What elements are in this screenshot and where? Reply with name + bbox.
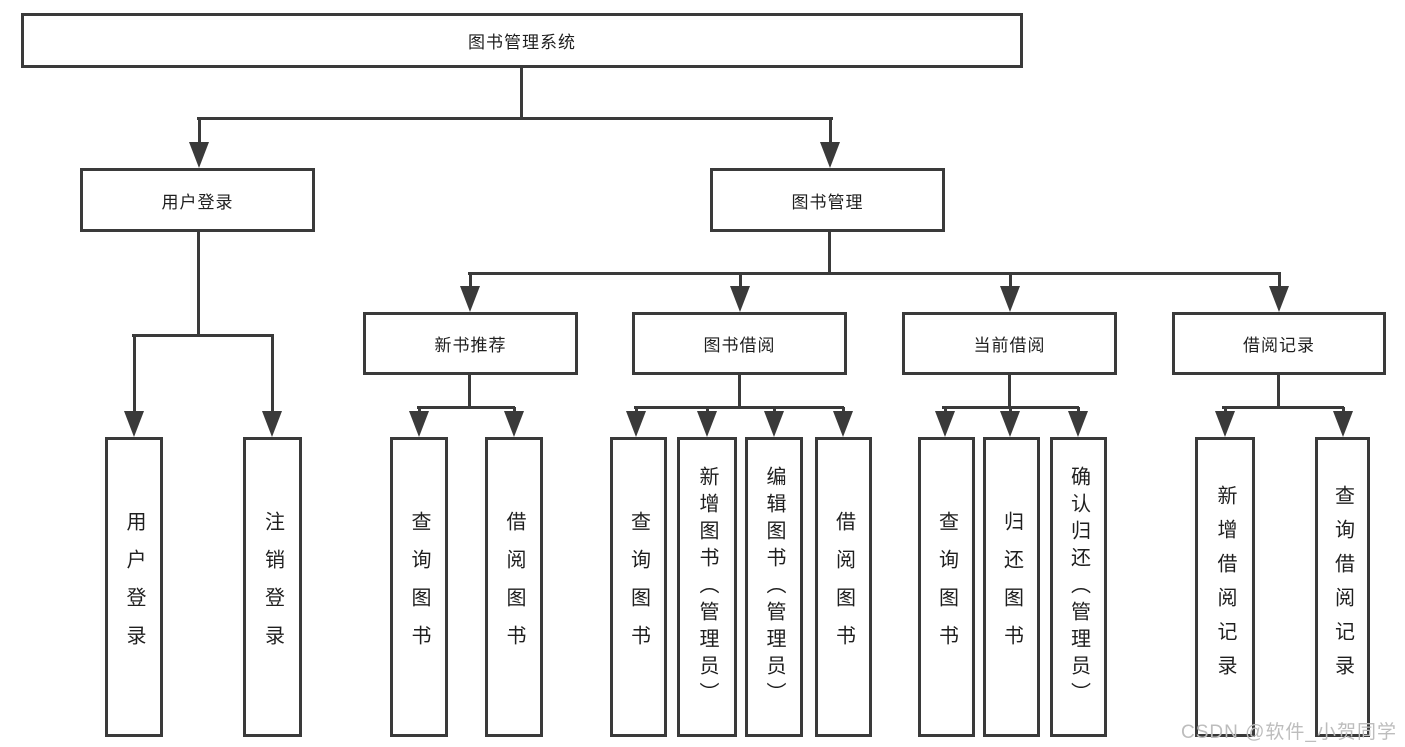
node-label-new-book-recommend: 新书推荐 <box>434 336 507 355</box>
node-label-book-management: 图书管理 <box>791 192 864 212</box>
arrowhead-down-icon <box>764 411 784 437</box>
arrowhead-down-icon <box>626 411 646 437</box>
arrowhead-down-icon <box>504 411 524 437</box>
node-leaf-bb-edit-books-admin: 编辑图书（管理员） <box>745 437 803 737</box>
node-label-root-library-management-system: 图书管理系统 <box>468 33 576 52</box>
node-leaf-user-login: 用户登录 <box>105 437 163 737</box>
arrow-stem <box>132 335 136 413</box>
connector-segment <box>1008 375 1011 408</box>
arrowhead-down-icon <box>697 411 717 437</box>
node-label-leaf-nbr-query-books: 查询图书 <box>408 511 430 663</box>
arrowhead-down-icon <box>1000 411 1020 437</box>
node-label-book-borrow: 图书借阅 <box>703 336 776 355</box>
node-current-borrow: 当前借阅 <box>902 312 1117 375</box>
arrowhead-down-icon <box>1215 411 1235 437</box>
node-label-leaf-bb-edit-books-admin: 编辑图书（管理员） <box>763 465 785 709</box>
arrow-stem <box>772 407 776 413</box>
node-leaf-nbr-query-books: 查询图书 <box>390 437 448 737</box>
arrowhead-down-icon <box>1269 286 1289 312</box>
connector-segment <box>738 375 741 408</box>
arrow-stem <box>841 407 845 413</box>
node-leaf-bb-borrow-books: 借阅图书 <box>815 437 872 737</box>
arrow-stem <box>738 273 742 288</box>
arrow-stem <box>1008 407 1012 413</box>
connector-segment <box>468 375 471 408</box>
arrow-stem <box>468 273 472 288</box>
node-label-leaf-cb-confirm-return-admin: 确认归还（管理员） <box>1067 465 1090 709</box>
node-label-leaf-nbr-borrow-books: 借阅图书 <box>503 511 525 663</box>
node-user-login: 用户登录 <box>80 168 315 232</box>
arrow-stem <box>512 407 516 413</box>
node-label-leaf-bb-add-books-admin: 新增图书（管理员） <box>696 465 718 709</box>
node-label-leaf-br-query-record: 查询借阅记录 <box>1331 485 1354 689</box>
node-leaf-logout: 注销登录 <box>243 437 302 737</box>
connector-segment <box>197 232 200 336</box>
node-leaf-br-add-record: 新增借阅记录 <box>1195 437 1255 737</box>
arrow-stem <box>1008 273 1012 288</box>
arrow-stem <box>417 407 421 413</box>
node-new-book-recommend: 新书推荐 <box>363 312 578 375</box>
arrowhead-down-icon <box>935 411 955 437</box>
node-label-leaf-cb-query-books: 查询图书 <box>935 511 958 663</box>
arrowhead-down-icon <box>730 286 750 312</box>
node-label-current-borrow: 当前借阅 <box>973 336 1046 355</box>
node-leaf-bb-add-books-admin: 新增图书（管理员） <box>677 437 737 737</box>
arrowhead-down-icon <box>124 411 144 437</box>
connector-segment <box>520 68 523 119</box>
arrowhead-down-icon <box>189 142 209 168</box>
watermark: CSDN @软件_小贺同学 <box>1181 722 1397 743</box>
node-label-leaf-cb-return-books: 归还图书 <box>1000 511 1023 663</box>
node-root-library-management-system: 图书管理系统 <box>21 13 1023 68</box>
connector-segment <box>634 406 844 409</box>
node-borrow-records: 借阅记录 <box>1172 312 1386 375</box>
arrow-stem <box>1223 407 1227 413</box>
node-leaf-cb-return-books: 归还图书 <box>983 437 1040 737</box>
connector-segment <box>1222 406 1344 409</box>
arrowhead-down-icon <box>820 142 840 168</box>
arrowhead-down-icon <box>1068 411 1088 437</box>
arrowhead-down-icon <box>1000 286 1020 312</box>
node-label-leaf-bb-borrow-books: 借阅图书 <box>832 511 855 663</box>
connector-segment <box>828 232 831 274</box>
arrow-stem <box>270 335 274 413</box>
node-book-management: 图书管理 <box>710 168 945 232</box>
connector-segment <box>468 272 1281 275</box>
arrowhead-down-icon <box>409 411 429 437</box>
arrow-stem <box>1277 273 1281 288</box>
node-leaf-cb-confirm-return-admin: 确认归还（管理员） <box>1050 437 1107 737</box>
arrowhead-down-icon <box>262 411 282 437</box>
arrow-stem <box>1076 407 1080 413</box>
node-leaf-nbr-borrow-books: 借阅图书 <box>485 437 543 737</box>
arrow-stem <box>705 407 709 413</box>
connector-segment <box>417 406 515 409</box>
node-label-leaf-user-login: 用户登录 <box>123 511 145 663</box>
connector-segment <box>197 117 833 120</box>
arrowhead-down-icon <box>1333 411 1353 437</box>
arrow-stem <box>828 119 832 144</box>
node-book-borrow: 图书借阅 <box>632 312 847 375</box>
node-label-borrow-records: 借阅记录 <box>1243 336 1315 355</box>
arrowhead-down-icon <box>460 286 480 312</box>
node-label-leaf-logout: 注销登录 <box>261 511 284 663</box>
node-label-leaf-bb-query-books: 查询图书 <box>627 511 650 663</box>
arrow-stem <box>197 119 201 144</box>
node-leaf-br-query-record: 查询借阅记录 <box>1315 437 1370 737</box>
connector-segment <box>1277 375 1280 408</box>
node-label-leaf-br-add-record: 新增借阅记录 <box>1214 485 1236 689</box>
arrow-stem <box>943 407 947 413</box>
node-leaf-bb-query-books: 查询图书 <box>610 437 667 737</box>
arrow-stem <box>1341 407 1345 413</box>
arrowhead-down-icon <box>833 411 853 437</box>
arrow-stem <box>634 407 638 413</box>
connector-segment <box>132 334 274 337</box>
node-leaf-cb-query-books: 查询图书 <box>918 437 975 737</box>
node-label-user-login: 用户登录 <box>161 192 234 212</box>
